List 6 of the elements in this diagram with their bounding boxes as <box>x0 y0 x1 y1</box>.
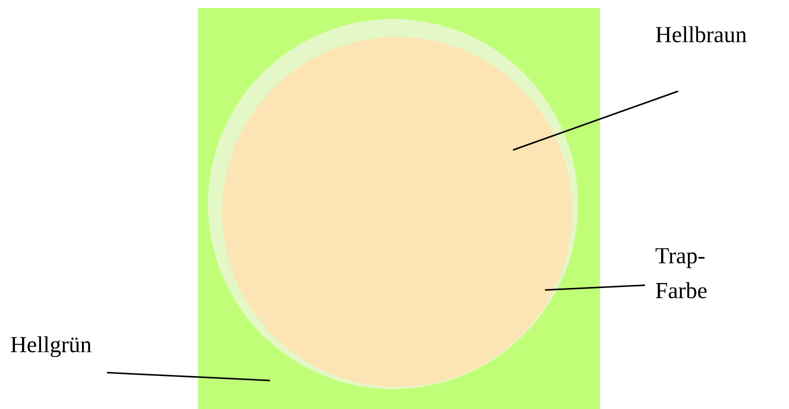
leader-line <box>106 372 270 382</box>
leader-line <box>512 90 678 151</box>
leader-line <box>544 284 646 291</box>
part-label: Trap-Farbe <box>656 248 707 298</box>
part-label: Hellgrün <box>10 336 92 358</box>
part-label: Hellbraun <box>656 26 746 42</box>
